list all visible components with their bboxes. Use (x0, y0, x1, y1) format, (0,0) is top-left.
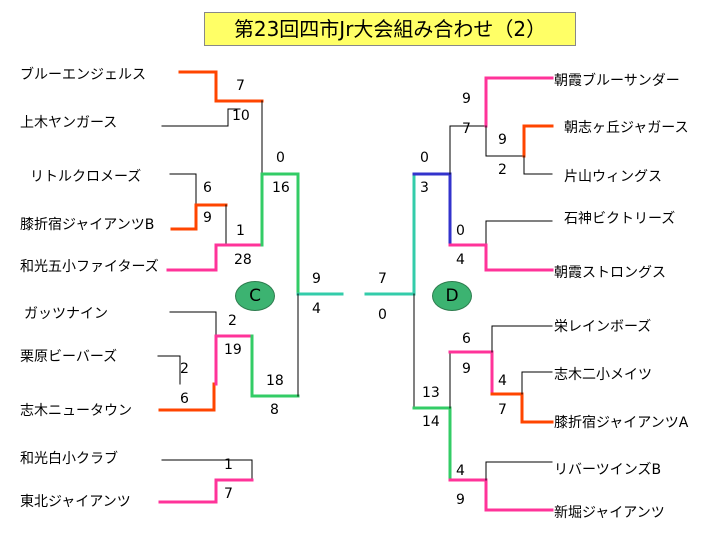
score-left-r1b-top: 6 (203, 180, 212, 196)
score-right-r3a-bottom: 3 (420, 180, 429, 196)
score-right-semi-bottom: 0 (378, 307, 387, 323)
score-right-r2c-top: 6 (462, 331, 471, 347)
score-right-r3a-top: 0 (420, 150, 429, 166)
team-left-1: ブルーエンジェルス (20, 67, 146, 83)
score-right-r1c-top: 4 (456, 463, 465, 479)
team-right-9: リバーツインズB (554, 462, 662, 478)
team-right-8: 膝折宿ジャイアンツA (554, 415, 689, 431)
chart-title: 第23回四市Jr大会組み合わせ（2） (204, 12, 576, 46)
team-left-10: 東北ジャイアンツ (20, 494, 131, 510)
score-left-r2a-top: 1 (236, 223, 245, 239)
score-left-r2b-top: 2 (228, 313, 237, 329)
team-right-6: 栄レインボーズ (554, 319, 652, 335)
score-left-r1b-bottom: 9 (203, 210, 212, 226)
team-right-5: 朝霞ストロングス (554, 265, 666, 281)
score-right-r1a-bottom: 2 (498, 162, 507, 178)
team-left-5: 和光五小ファイターズ (20, 259, 159, 275)
score-right-r1c-bottom: 9 (456, 492, 465, 508)
pool-c-marker: C (235, 281, 275, 311)
team-right-10: 新堀ジャイアンツ (554, 505, 665, 521)
team-right-7: 志木二小メイツ (554, 367, 652, 383)
team-left-8: 志木ニュータウン (20, 403, 132, 419)
score-right-r2b-top: 0 (456, 223, 465, 239)
score-left-r2a-bottom: 28 (234, 252, 252, 268)
team-right-2: 朝志ヶ丘ジャガース (564, 120, 689, 136)
score-right-r2a-bottom: 7 (462, 121, 471, 137)
score-left-r1a-bottom: 10 (232, 108, 250, 124)
team-left-3: リトルクロメーズ (30, 169, 142, 185)
score-right-semi-top: 7 (378, 271, 387, 287)
score-left-r3b-top: 18 (266, 373, 284, 389)
team-left-7: 栗原ビーバーズ (20, 349, 118, 365)
team-right-3: 片山ウィングス (564, 169, 662, 185)
score-right-r2c-bottom: 9 (462, 361, 471, 377)
score-right-r1b-top: 4 (498, 373, 507, 389)
team-right-1: 朝霞ブルーサンダー (554, 73, 680, 89)
score-left-r1c-bottom: 6 (180, 391, 189, 407)
score-left-semi-top: 9 (312, 271, 321, 287)
score-right-r1b-bottom: 7 (498, 402, 507, 418)
team-left-9: 和光白小クラブ (20, 451, 118, 467)
score-left-r1d-bottom: 7 (224, 486, 233, 502)
team-left-2: 上木ヤンガース (20, 115, 118, 131)
score-right-r3b-top: 13 (422, 385, 440, 401)
score-left-r2b-bottom: 19 (224, 342, 242, 358)
score-right-r2a-top: 9 (462, 91, 471, 107)
pool-d-marker: D (432, 281, 472, 311)
score-left-r1d-top: 1 (224, 457, 233, 473)
score-right-r1a-top: 9 (498, 132, 507, 148)
score-right-r3b-bottom: 14 (422, 414, 440, 430)
score-left-r3b-bottom: 8 (270, 402, 279, 418)
team-left-4: 膝折宿ジャイアンツB (20, 217, 155, 233)
team-right-4: 石神ビクトリーズ (564, 211, 676, 227)
score-left-semi-bottom: 4 (312, 301, 321, 317)
team-left-6: ガッツナイン (24, 306, 108, 322)
score-left-r1a-top: 7 (236, 78, 245, 94)
score-right-r2b-bottom: 4 (456, 252, 465, 268)
score-left-r3a-bottom: 16 (272, 180, 290, 196)
score-left-r3a-top: 0 (276, 150, 285, 166)
score-left-r1c-top: 2 (180, 361, 189, 377)
